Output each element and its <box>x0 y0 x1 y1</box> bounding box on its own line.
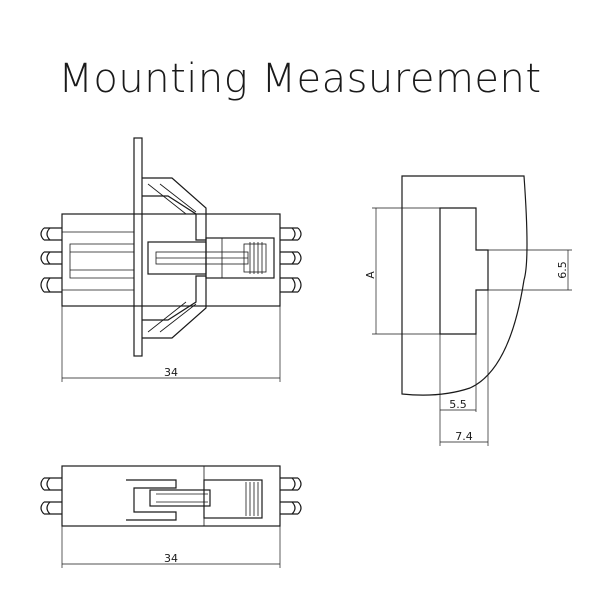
connector-front-view: 34 <box>40 137 302 382</box>
dim-label-6-5: 6.5 <box>556 261 569 279</box>
panel-cutout-view: A 6.5 5.5 7.4 <box>364 175 572 446</box>
dim-label-7-4: 7.4 <box>455 430 473 443</box>
page-title: Mounting Measurement <box>58 56 542 102</box>
connector-bottom-view: 34 <box>40 465 302 568</box>
dim-label-5-5: 5.5 <box>449 398 467 411</box>
dim-label-34-bottom: 34 <box>164 552 178 565</box>
dim-label-34-top: 34 <box>164 366 178 379</box>
dim-label-a: A <box>364 271 377 279</box>
